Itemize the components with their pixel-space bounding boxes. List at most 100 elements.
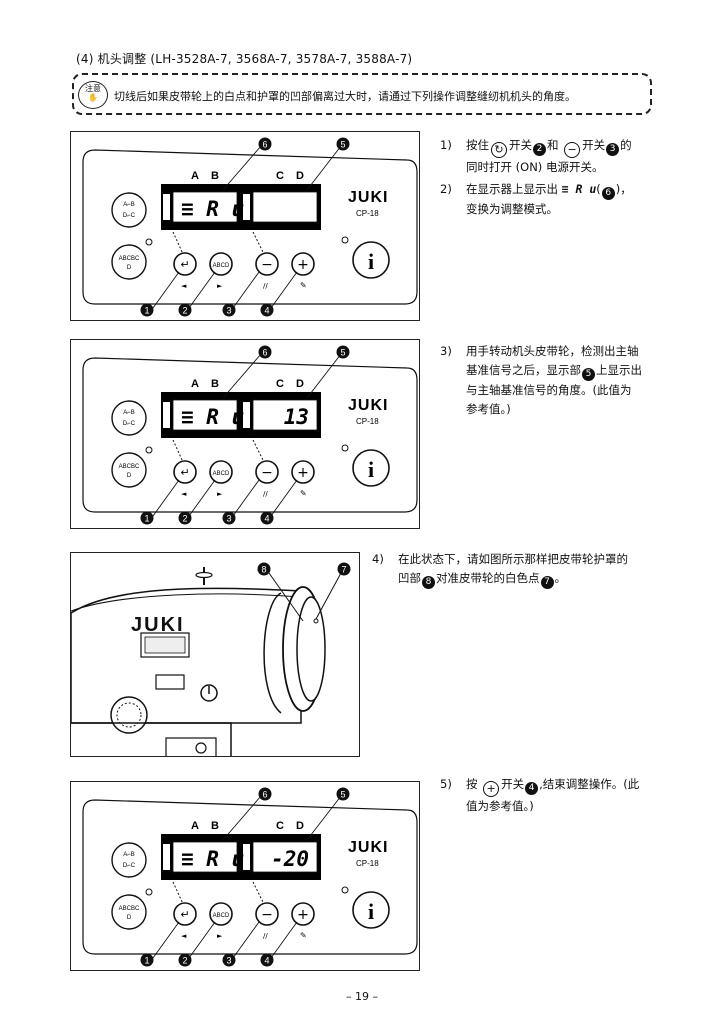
info-icon: i <box>368 899 374 924</box>
label-b: B <box>211 170 219 182</box>
svg-text:D⌐C: D⌐C <box>123 213 136 219</box>
enter-key[interactable] <box>173 460 197 484</box>
callout-1: 1 <box>144 956 149 966</box>
svg-text:A⌐B: A⌐B <box>123 852 135 858</box>
svg-text:D: D <box>127 915 132 921</box>
abcd-key[interactable] <box>209 252 233 276</box>
svg-text://: // <box>263 932 268 940</box>
svg-text:◄: ◄ <box>181 490 187 498</box>
minus-key[interactable] <box>255 460 279 484</box>
step-text: ,结束调整操作。(此 <box>539 777 640 791</box>
pattern-dial-icon <box>111 400 147 436</box>
step-text: 。 <box>554 571 567 585</box>
callout-1: 1 <box>144 514 149 524</box>
label-a: A <box>191 820 199 832</box>
svg-text:↵: ↵ <box>180 908 189 921</box>
plus-key[interactable] <box>291 902 315 926</box>
svg-text:◄: ◄ <box>181 282 187 290</box>
label-d: D <box>296 378 304 390</box>
step-text: 开关 <box>501 777 525 791</box>
info-key[interactable] <box>352 449 390 487</box>
step-text: 在显示器上显示出 <box>466 182 558 196</box>
svg-text:ABCD: ABCD <box>213 471 230 477</box>
abcd-key[interactable] <box>209 460 233 484</box>
display-cd-text: 13 <box>284 405 309 429</box>
step-text: 按 <box>466 777 478 791</box>
callout-5: 5 <box>340 348 345 358</box>
svg-text:►: ► <box>217 932 223 940</box>
minus-key[interactable] <box>255 902 279 926</box>
label-a: A <box>191 170 199 182</box>
brand-logo: JUKI <box>131 614 185 636</box>
plus-key[interactable] <box>291 252 315 276</box>
display-ab-text: ≡ R u <box>181 405 244 429</box>
abcd-key[interactable] <box>209 902 233 926</box>
step-text: 按住 <box>466 138 489 152</box>
callout-7-icon <box>337 562 351 576</box>
callout-8-icon <box>257 562 271 576</box>
callout-badge: 6 <box>601 187 615 200</box>
callout-4: 4 <box>264 956 269 966</box>
step-number: 2) <box>440 182 452 196</box>
callout-2: 2 <box>182 956 187 966</box>
svg-text:ABCD: ABCD <box>213 263 230 269</box>
svg-text:✎: ✎ <box>300 931 307 940</box>
plus-key-icon: + <box>483 781 500 797</box>
pattern-dial-icon <box>111 842 147 878</box>
callout-1: 1 <box>144 306 149 316</box>
callout-badge: 7 <box>540 576 554 589</box>
step-text: 同时打开 (ON) 电源开关。 <box>466 160 604 174</box>
stitch-mode-icon <box>111 452 147 488</box>
step-text: 参考值。) <box>466 402 511 416</box>
callout-3: 3 <box>226 514 231 524</box>
stitch-mode-icon <box>111 894 147 930</box>
step-text: 变换为调整模式。 <box>466 202 558 216</box>
step-number: 4) <box>372 552 384 566</box>
callout-badge: 2 <box>533 143 546 156</box>
brand-logo: JUKI <box>348 397 388 414</box>
svg-text:−: − <box>261 257 273 273</box>
info-key[interactable] <box>352 891 390 929</box>
step-text: ( <box>596 182 601 196</box>
label-d: D <box>296 170 304 182</box>
callout-badge: 5 <box>582 368 595 381</box>
brand-logo: JUKI <box>348 839 388 856</box>
callout-4: 4 <box>264 514 269 524</box>
svg-text:►: ► <box>217 490 223 498</box>
step-number: 3) <box>440 344 452 358</box>
info-key[interactable] <box>352 241 390 279</box>
caution-box: 注意✋ 切线后如果皮带轮上的白点和护罩的凹部偏离过大时，请通过下列操作调整缝纫机… <box>72 73 652 115</box>
display-cd-text: -20 <box>271 847 309 871</box>
enter-key[interactable] <box>173 252 197 276</box>
callout-badge: 3 <box>606 143 620 156</box>
minus-key[interactable] <box>255 252 279 276</box>
step-text: 值为参考值。) <box>466 799 534 813</box>
label-c: C <box>276 820 284 832</box>
callout-4: 4 <box>264 306 269 316</box>
step-number: 5) <box>440 777 452 791</box>
label-c: C <box>276 170 284 182</box>
svg-text:✎: ✎ <box>300 489 307 498</box>
svg-text:◄: ◄ <box>181 932 187 940</box>
step-text: )， <box>615 182 632 196</box>
pattern-dial-icon <box>111 192 147 228</box>
callout-badge: 4 <box>525 782 539 795</box>
plus-key[interactable] <box>291 460 315 484</box>
sewing-machine-illustration: 8 7 JUKI <box>70 552 360 757</box>
label-b: B <box>211 378 219 390</box>
model-label: CP-18 <box>356 859 379 868</box>
step-text: 和 <box>547 138 559 152</box>
minus-key-icon: − <box>564 142 581 158</box>
page-number: – 19 – <box>346 990 378 1003</box>
svg-text:−: − <box>261 907 273 923</box>
callout-3: 3 <box>226 956 231 966</box>
callout-6: 6 <box>262 140 267 150</box>
enter-key[interactable] <box>173 902 197 926</box>
svg-text:ABCBC: ABCBC <box>119 906 140 912</box>
info-icon: i <box>368 457 374 482</box>
model-label: CP-18 <box>356 417 379 426</box>
svg-text:D⌐C: D⌐C <box>123 421 136 427</box>
control-panel-step3: A B C D ≡ R u 13 JUKI CP-18 A⌐B D⌐C ABCB… <box>70 339 420 529</box>
svg-text:+: + <box>297 907 309 923</box>
step-text: 凹部 <box>398 571 421 585</box>
